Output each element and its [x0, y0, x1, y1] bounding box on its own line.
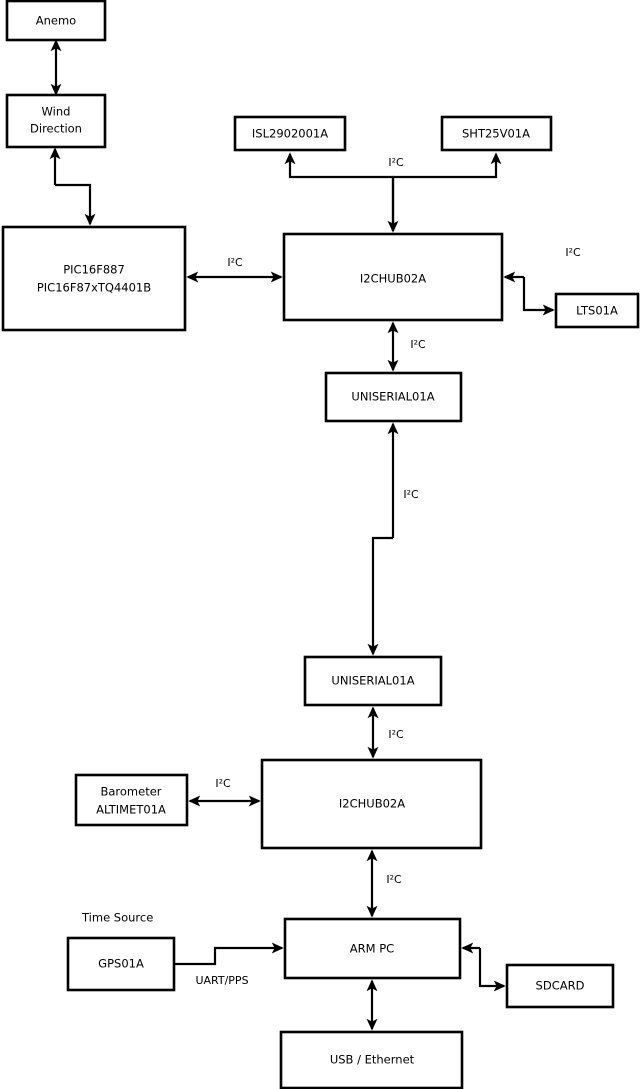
node-gps01a-label: GPS01A	[98, 957, 144, 971]
node-isl2902001a-label: ISL2902001A	[252, 127, 328, 141]
edge-label-gps-armpc: UART/PPS	[195, 974, 248, 987]
edge-label-hub-uniserial: I²C	[410, 338, 426, 351]
node-uniserial01a-bottom-label: UNISERIAL01A	[331, 674, 414, 688]
node-arm-pc-label: ARM PC	[350, 942, 394, 956]
node-wind-direction-label-2: Direction	[30, 122, 82, 136]
node-uniserial01a-bottom[interactable]: UNISERIAL01A	[303, 655, 443, 707]
node-uniserial01a-top[interactable]: UNISERIAL01A	[324, 371, 463, 423]
node-pic16f887-label-2: PIC16F87xTQ4401B	[37, 281, 151, 295]
node-pic16f887-box	[1, 225, 187, 332]
node-i2chub02a-bottom-box	[260, 758, 483, 850]
node-i2chub02a-bottom-label: I2CHUB02A	[339, 797, 405, 811]
edge-label-hubbot-armpc: I²C	[386, 873, 402, 886]
node-uniserial01a-top-label: UNISERIAL01A	[351, 390, 434, 404]
node-arm-pc-box	[283, 917, 462, 980]
node-arm-pc[interactable]: ARM PC	[283, 917, 462, 980]
node-sht25v01a[interactable]: SHT25V01A	[440, 115, 553, 152]
node-pic16f887-label-1: PIC16F887	[63, 263, 125, 277]
node-barometer[interactable]: Barometer ALTIMET01A	[74, 773, 189, 827]
node-lts01a[interactable]: LTS01A	[554, 292, 640, 329]
node-uniserial01a-top-box	[324, 371, 463, 423]
node-sdcard[interactable]: SDCARD	[505, 963, 615, 1009]
node-sdcard-box	[505, 963, 615, 1009]
node-sht25v01a-box	[440, 115, 553, 152]
node-gps01a-box	[66, 936, 176, 992]
edge-label-hub-lts: I²C	[565, 246, 581, 259]
edge-label-barometer-hubbot: I²C	[215, 777, 231, 790]
node-gps01a[interactable]: GPS01A	[66, 936, 176, 992]
node-barometer-label-2: ALTIMET01A	[96, 803, 166, 817]
node-wind-direction-label-1: Wind	[42, 105, 71, 119]
node-anemo-label: Anemo	[36, 14, 76, 28]
edge-label-uniserial-link: I²C	[403, 488, 419, 501]
edge-label-sensors-hub: I²C	[388, 156, 404, 169]
node-isl2902001a[interactable]: ISL2902001A	[233, 115, 347, 152]
connector-uniserial-link-down	[367, 536, 393, 656]
connector-armpc-sdcard-out	[478, 948, 506, 992]
node-barometer-box	[74, 773, 189, 827]
connector-gps-armpc	[174, 942, 284, 966]
node-wind-direction[interactable]: Wind Direction	[5, 93, 107, 149]
connector-hub-lts-out	[522, 277, 555, 316]
node-sdcard-label: SDCARD	[536, 979, 585, 993]
label-time-source: Time Source	[81, 911, 153, 925]
node-barometer-label-1: Barometer	[100, 785, 161, 799]
node-usb-ethernet-box	[279, 1030, 464, 1089]
node-usb-ethernet[interactable]: USB / Ethernet	[279, 1030, 464, 1089]
node-usb-ethernet-label: USB / Ethernet	[330, 1053, 415, 1067]
edge-label-uniserial-hubbot: I²C	[388, 728, 404, 741]
node-lts01a-box	[554, 292, 640, 329]
edge-label-pic-hub: I²C	[227, 256, 243, 269]
node-i2chub02a-bottom[interactable]: I2CHUB02A	[260, 758, 483, 850]
node-i2chub02a-top-box	[282, 232, 504, 322]
node-uniserial01a-bottom-box	[303, 655, 443, 707]
connector-hub-isl	[284, 152, 395, 231]
node-i2chub02a-top-label: I2CHUB02A	[360, 272, 426, 286]
connector-hub-sht	[393, 152, 502, 179]
connector-pic-wind-down	[55, 183, 96, 226]
node-pic16f887[interactable]: PIC16F887 PIC16F87xTQ4401B	[1, 225, 187, 332]
node-lts01a-label: LTS01A	[576, 304, 618, 318]
node-i2chub02a-top[interactable]: I2CHUB02A	[282, 232, 504, 322]
node-wind-direction-box	[5, 93, 107, 149]
node-sht25v01a-label: SHT25V01A	[462, 127, 530, 141]
node-isl2902001a-box	[233, 115, 347, 152]
node-anemo[interactable]: Anemo	[5, 0, 107, 42]
